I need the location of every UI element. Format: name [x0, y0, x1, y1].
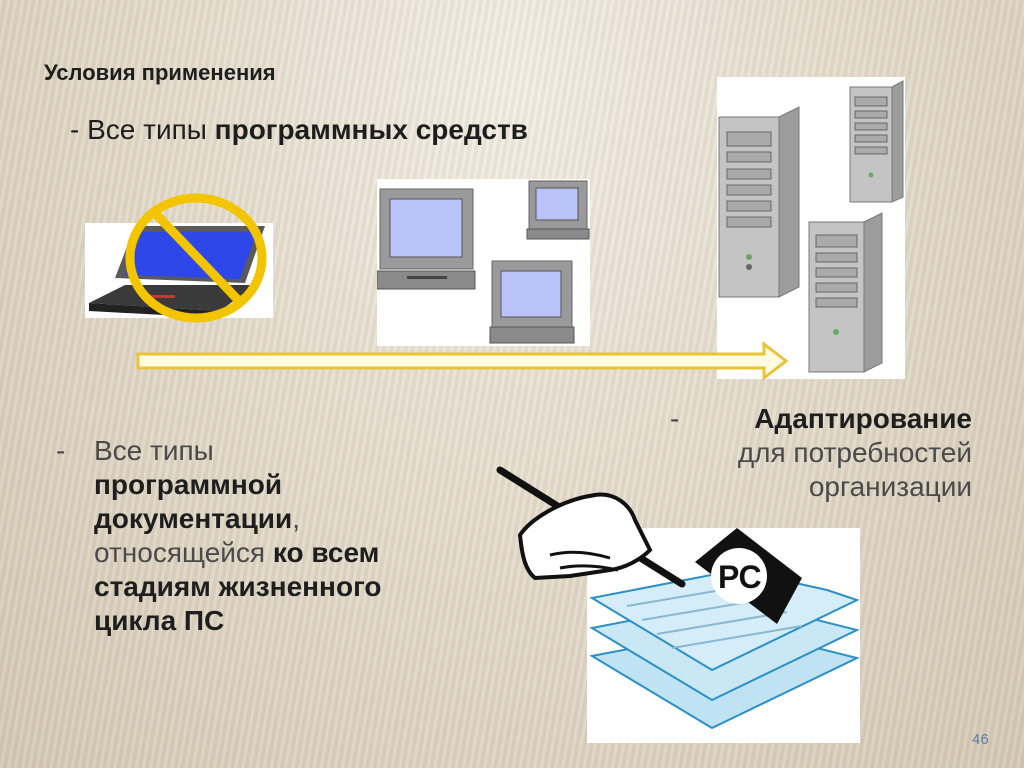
right-bullet-line3: организации — [808, 471, 972, 502]
arrow-right-icon — [136, 340, 789, 380]
servers-panel — [717, 77, 905, 379]
right-bullet-line2: для потребностей — [737, 437, 972, 468]
desktop-computers-icon — [376, 180, 590, 344]
slide-title: Условия применения — [44, 60, 276, 85]
desktops-panel — [376, 179, 590, 346]
right-bullet-bold: Адаптирование — [754, 403, 972, 434]
line1-bold: программных средств — [214, 114, 528, 145]
documents-panel: РС — [587, 528, 860, 743]
prohibition-sign-icon — [125, 193, 267, 323]
certified-documents-icon: РС — [589, 528, 860, 730]
left-bullet-dash: - — [56, 435, 66, 466]
server-towers-icon — [718, 80, 904, 373]
left-bullet-part3: , относящейся — [94, 503, 300, 568]
right-bullet-dash: - — [670, 403, 680, 434]
left-bullet-part4: ко всем стадиям жизненного цикла ПС — [94, 537, 382, 636]
right-bullet: - Адаптирование для потребностей организ… — [640, 402, 972, 504]
hand-with-pen-icon — [496, 466, 686, 588]
left-bullet-part2: программной документации — [94, 469, 293, 534]
line1-dash: - — [70, 114, 88, 145]
left-bullet-part1: Все типы — [94, 435, 214, 466]
page-number: 46 — [972, 731, 989, 748]
line1-normal: Все типы — [87, 114, 215, 145]
svg-text:РС: РС — [718, 559, 762, 595]
software-types-line: - Все типы программных средств — [70, 114, 528, 146]
